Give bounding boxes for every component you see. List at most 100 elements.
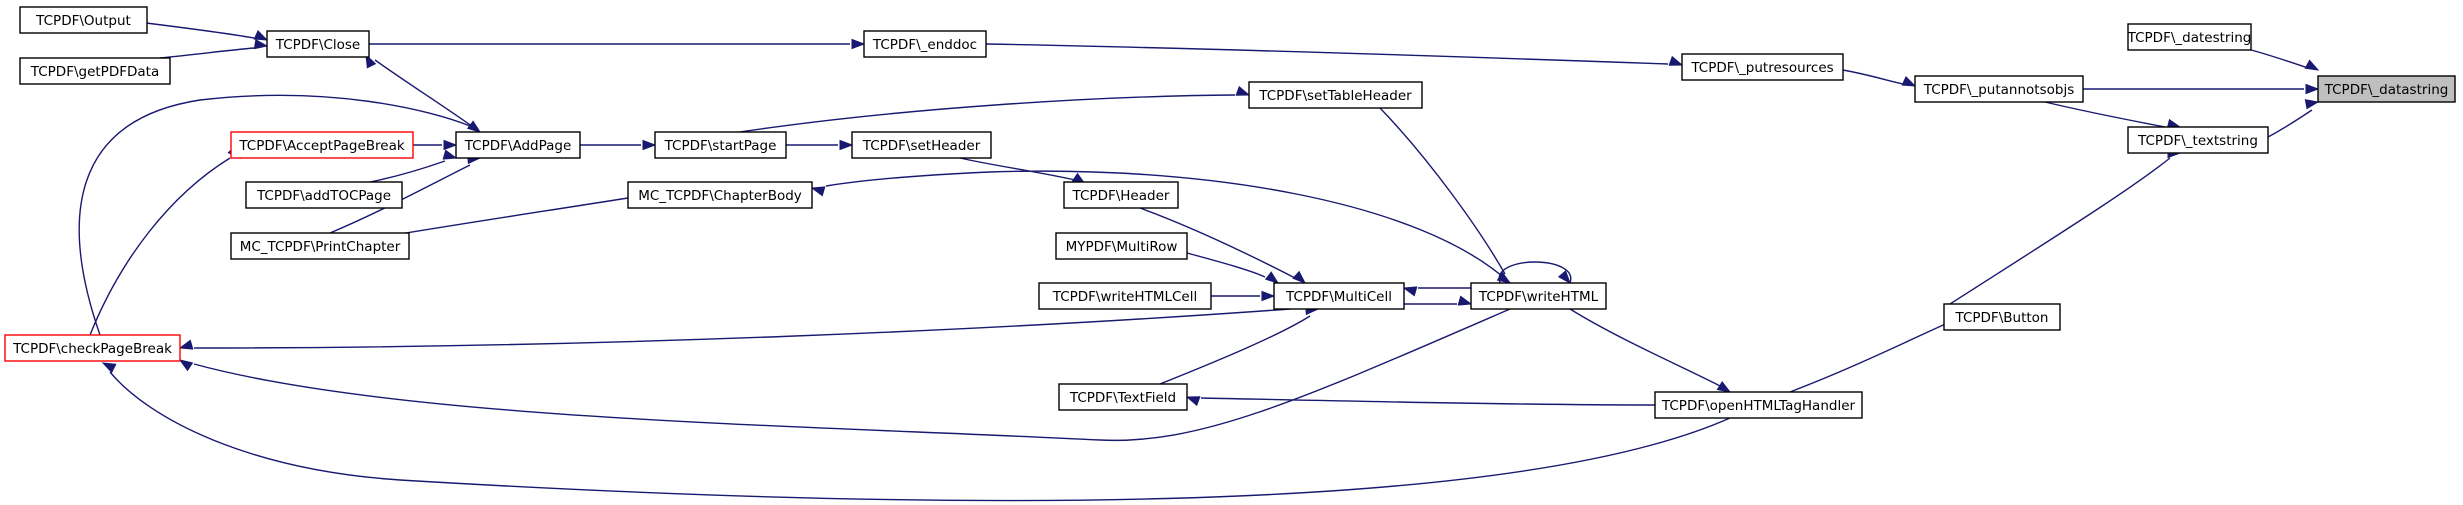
node-putresources[interactable]: TCPDF\_putresources — [1681, 53, 1844, 81]
edge-openhtmltaghandler-to-checkpagebreak — [101, 362, 1731, 502]
node-label: TCPDF\_datestring — [2127, 30, 2252, 46]
node-checkpagebreak[interactable]: TCPDF\checkPageBreak — [4, 334, 181, 362]
node-setheader[interactable]: TCPDF\setHeader — [851, 131, 992, 159]
node-box — [1038, 282, 1212, 310]
node-label: TCPDF\setHeader — [862, 138, 981, 154]
node-button[interactable]: TCPDF\Button — [1943, 303, 2061, 331]
node-label: TCPDF\_putresources — [1690, 60, 1833, 76]
node-box — [654, 131, 787, 159]
edge-putresources-to-putannotsobjs — [1842, 69, 1917, 87]
node-addtocpage[interactable]: TCPDF\addTOCPage — [245, 181, 403, 209]
node-multicell[interactable]: TCPDF\MultiCell — [1273, 282, 1405, 310]
arrowhead-icon — [2304, 59, 2320, 71]
node-settableheader[interactable]: TCPDF\setTableHeader — [1248, 81, 1423, 109]
node-box — [1654, 391, 1863, 419]
edge-putannotsobjs-to-textstring — [2044, 101, 2182, 130]
node-output[interactable]: TCPDF\Output — [19, 6, 148, 34]
edge-multirow-to-multicell — [1186, 252, 1280, 284]
arrowhead-icon — [1261, 290, 1276, 302]
edge-putannotsobjs-to-datestring_focus — [2083, 83, 2320, 95]
node-addpage[interactable]: TCPDF\AddPage — [455, 131, 581, 159]
arrowhead-icon — [178, 339, 194, 350]
arrowhead-icon — [1901, 76, 1917, 87]
edge-textstring-to-datestring_focus — [2267, 99, 2320, 138]
edge-line — [2250, 49, 2309, 69]
edge-checkpagebreak-to-acceptpagebreak — [89, 145, 242, 336]
arrowhead-icon — [1668, 55, 1684, 66]
edge-writehtml-to-chapterbody — [810, 170, 1511, 284]
edge-line — [193, 308, 1511, 442]
node-box — [1943, 303, 2061, 331]
arrowhead-icon — [1292, 270, 1307, 284]
edge-line — [1379, 107, 1506, 275]
node-datestring[interactable]: TCPDF\_datestring — [2127, 23, 2252, 51]
edge-addpage-to-startpage — [580, 139, 657, 151]
edge-line — [739, 94, 1236, 133]
node-box — [851, 131, 992, 159]
node-label: TCPDF\writeHTML — [1478, 289, 1599, 305]
node-chapterbody[interactable]: MC_TCPDF\ChapterBody — [627, 181, 813, 209]
arrowhead-icon — [443, 139, 458, 151]
node-getpdfdata[interactable]: TCPDF\getPDFData — [19, 57, 171, 85]
node-label: TCPDF\_enddoc — [872, 37, 977, 53]
arrowhead-icon — [642, 139, 657, 151]
edge-line — [369, 160, 446, 183]
node-label: TCPDF\_textstring — [2137, 133, 2258, 149]
edge-line — [2044, 101, 2171, 129]
arrowhead-icon — [1185, 396, 1201, 407]
node-textfield[interactable]: TCPDF\TextField — [1058, 383, 1188, 411]
node-box — [2127, 23, 2252, 51]
node-printchapter[interactable]: MC_TCPDF\PrintChapter — [230, 232, 410, 260]
node-enddoc[interactable]: TCPDF\_enddoc — [863, 30, 987, 58]
node-box — [2317, 75, 2456, 103]
node-box — [627, 181, 813, 209]
edge-line — [1569, 308, 1721, 387]
node-putannotsobjs[interactable]: TCPDF\_putannotsobjs — [1914, 75, 2084, 103]
node-box — [1681, 53, 1844, 81]
node-writehtml[interactable]: TCPDF\writeHTML — [1470, 282, 1607, 310]
arrowhead-icon — [851, 38, 866, 50]
node-openhtmltaghandler[interactable]: TCPDF\openHTMLTagHandler — [1654, 391, 1863, 419]
edge-header-to-multicell — [1139, 207, 1307, 284]
arrowhead-icon — [253, 38, 269, 50]
edge-button-to-textstring — [1949, 147, 2182, 305]
arrowhead-icon — [178, 359, 194, 372]
node-acceptpagebreak[interactable]: TCPDF\AcceptPageBreak — [230, 131, 414, 159]
arrowhead-icon — [1716, 381, 1732, 393]
edge-line — [1949, 157, 2171, 305]
node-close[interactable]: TCPDF\Close — [266, 30, 370, 58]
edge-close-to-enddoc — [369, 38, 866, 50]
edge-writehtml-to-writehtml — [1498, 261, 1572, 285]
node-box — [1470, 282, 1607, 310]
node-datestring-focus[interactable]: TCPDF\_datastring — [2317, 75, 2456, 103]
node-startpage[interactable]: TCPDF\startPage — [654, 131, 787, 159]
node-label: TCPDF\AcceptPageBreak — [238, 138, 405, 154]
edge-line — [1186, 252, 1266, 278]
edge-line — [193, 308, 1291, 349]
node-textstring[interactable]: TCPDF\_textstring — [2127, 126, 2269, 154]
node-multirow[interactable]: MYPDF\MultiRow — [1055, 232, 1188, 260]
node-box — [455, 131, 581, 159]
node-box — [1248, 81, 1423, 109]
edge-line — [109, 371, 1731, 502]
node-box — [1058, 383, 1188, 411]
edge-line — [825, 170, 1511, 284]
arrowhead-icon — [810, 186, 826, 197]
call-graph-nodes: TCPDF\_datastringTCPDF\_datestringTCPDF\… — [4, 6, 2456, 419]
node-box — [1063, 181, 1179, 209]
edge-line — [329, 164, 471, 234]
arrowhead-icon — [466, 120, 482, 133]
node-label: TCPDF\TextField — [1069, 390, 1176, 406]
arrowhead-icon — [253, 30, 269, 41]
node-writehtmlcell[interactable]: TCPDF\writeHTMLCell — [1038, 282, 1212, 310]
node-label: TCPDF\AddPage — [464, 138, 572, 154]
node-header[interactable]: TCPDF\Header — [1063, 181, 1179, 209]
edge-line — [1789, 321, 1951, 393]
node-box — [245, 181, 403, 209]
edge-addtocpage-to-addpage — [369, 149, 458, 183]
node-label: TCPDF\startPage — [664, 138, 777, 154]
node-label: TCPDF\_putannotsobjs — [1923, 82, 2074, 98]
node-box — [1055, 232, 1188, 260]
node-label: TCPDF\checkPageBreak — [12, 341, 172, 357]
arrowhead-icon — [1235, 85, 1251, 96]
